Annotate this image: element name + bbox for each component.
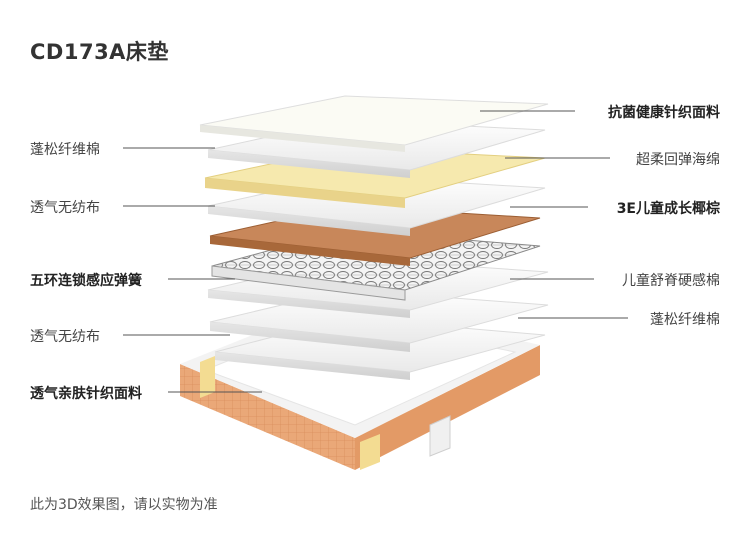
leader-lines: [123, 110, 628, 393]
label-springs: 五环连锁感应弹簧: [30, 273, 142, 289]
page-title: CD173A床垫: [30, 40, 169, 64]
label-coir: 3E儿童成长椰棕: [616, 201, 720, 217]
layer-stack: [199, 95, 549, 380]
label-fiber-bottom-right: 蓬松纤维棉: [650, 312, 720, 328]
label-nonwoven-upper: 透气无纺布: [30, 200, 100, 216]
label-top-fabric: 抗菌健康针织面料: [608, 105, 720, 121]
label-nonwoven-lower: 透气无纺布: [30, 329, 100, 345]
disclaimer-footnote: 此为3D效果图，请以实物为准: [30, 497, 218, 513]
label-bottom-fabric: 透气亲肤针织面料: [30, 386, 142, 402]
label-fiber-top-left: 蓬松纤维棉: [30, 142, 100, 158]
label-sponge: 超柔回弹海绵: [636, 152, 720, 168]
label-spine-foam: 儿童舒脊硬感棉: [622, 273, 720, 289]
